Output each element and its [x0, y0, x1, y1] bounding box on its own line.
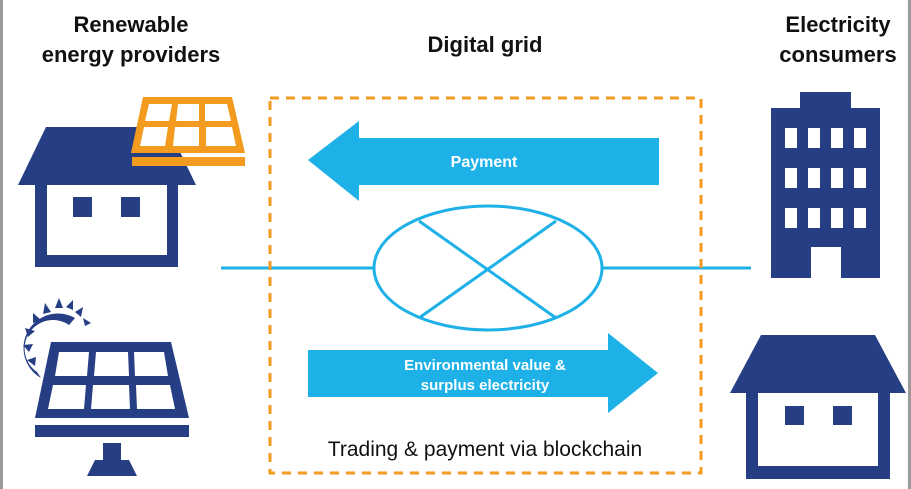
house-with-solar-icon — [18, 97, 245, 267]
diagram-canvas: Renewable energy providers Digital grid … — [18, 12, 906, 479]
consumers-header-line1: Electricity — [785, 12, 891, 37]
solar-panel-icon — [23, 298, 189, 476]
providers-header-line2: energy providers — [42, 42, 221, 67]
grid-caption: Trading & payment via blockchain — [328, 438, 642, 461]
payment-arrow-icon — [308, 121, 659, 201]
environmental-label-line2: surplus electricity — [421, 377, 550, 394]
payment-label: Payment — [451, 154, 518, 171]
digital-grid-box — [268, 96, 703, 475]
office-building-icon — [771, 92, 880, 278]
consumer-house-icon — [730, 335, 906, 479]
grid-hub-icon — [372, 204, 604, 332]
grid-header: Digital grid — [428, 32, 543, 57]
consumers-header-line2: consumers — [779, 42, 896, 67]
environmental-label-line1: Environmental value & — [404, 357, 566, 374]
providers-header-line1: Renewable — [74, 12, 189, 37]
environmental-arrow-icon — [308, 333, 658, 413]
